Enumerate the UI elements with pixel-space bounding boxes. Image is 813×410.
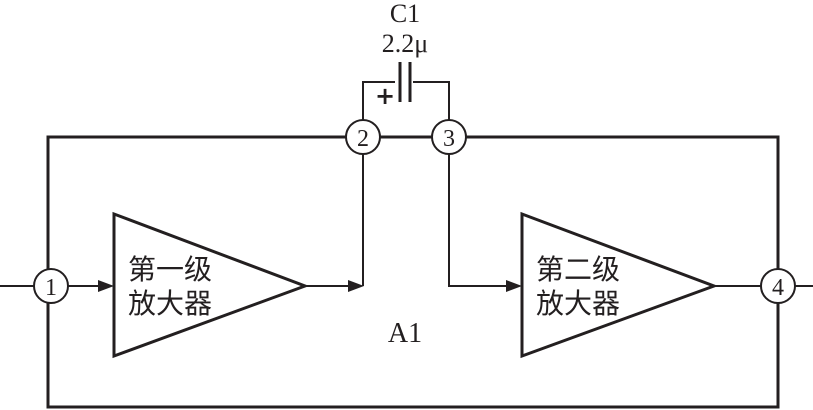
capacitor-lead-right	[413, 81, 450, 128]
amplifier-2-triangle	[520, 211, 719, 359]
capacitor-polarity-mark: +	[375, 82, 395, 110]
node-1-label: 1	[45, 275, 57, 301]
module-label: A1	[388, 318, 422, 349]
node-1-circle	[33, 268, 69, 304]
node-3-circle	[431, 119, 467, 155]
capacitor-name: C1	[390, 0, 420, 28]
node-4-label: 4	[772, 275, 784, 301]
amplifier-1-line1: 第一级	[128, 253, 212, 286]
wire-node3-amp2	[448, 154, 512, 287]
node-2-circle	[345, 119, 381, 155]
arrow-into-amp2	[506, 280, 522, 292]
arrow-into-amp1	[98, 280, 114, 292]
node-3-label: 3	[443, 126, 455, 152]
node-4-circle	[760, 268, 796, 304]
node-2-label: 2	[357, 126, 369, 152]
capacitor-value: 2.2μ	[382, 29, 428, 58]
amplifier-1-triangle	[112, 211, 310, 359]
amplifier-2-line1: 第二级	[536, 253, 620, 286]
arrow-amp1-output	[348, 280, 364, 292]
amplifier-1-line2: 放大器	[128, 287, 212, 320]
capacitor-lead-left	[362, 81, 395, 128]
amplifier-2-line2: 放大器	[536, 287, 620, 320]
